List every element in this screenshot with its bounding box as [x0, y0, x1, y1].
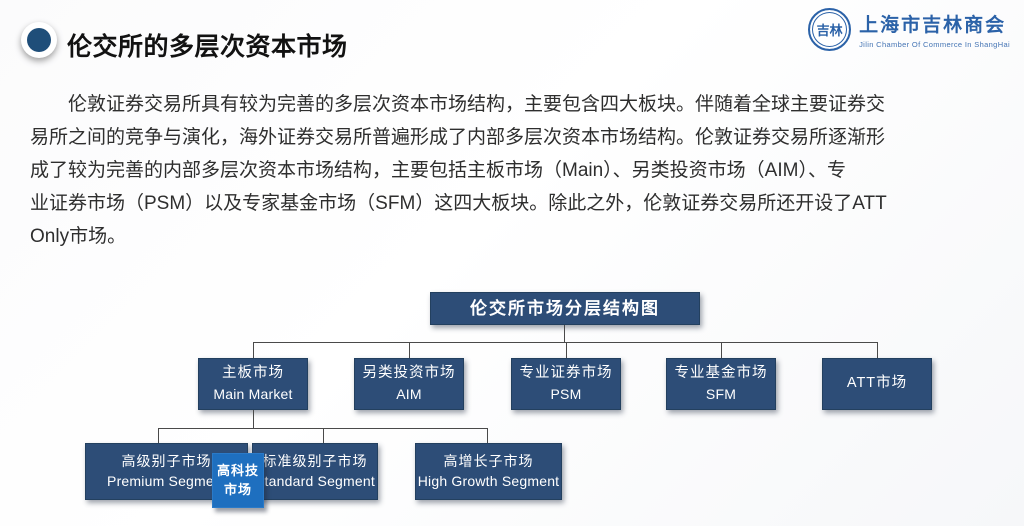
title-bullet-icon	[21, 22, 57, 58]
chart-box-standard-segment: 标准级别子市场 Standard Segment	[252, 443, 378, 500]
connector-line	[253, 410, 254, 428]
chart-root-box: 伦交所市场分层结构图	[430, 292, 700, 325]
connector-line	[409, 342, 410, 358]
logo-badge-icon: 吉林	[808, 8, 852, 51]
paragraph-line: 伦敦证券交易所具有较为完善的多层次资本市场结构，主要包含四大板块。伴随着全球主要…	[30, 94, 886, 115]
connector-line	[487, 428, 488, 443]
connector-line	[877, 342, 878, 358]
connector-line	[158, 428, 487, 429]
connector-line	[253, 342, 254, 358]
chart-box-aim: 另类投资市场 AIM	[354, 358, 464, 410]
connector-line	[323, 428, 324, 443]
logo-name: 上海市吉林商会	[859, 15, 1007, 36]
connector-line	[158, 428, 159, 443]
connector-line	[721, 342, 722, 358]
chart-box-sfm: 专业基金市场 SFM	[666, 358, 776, 410]
paragraph-line: 成了较为完善的内部多层次资本市场结构，主要包括主板市场（Main）、另类投资市场…	[30, 160, 846, 181]
paragraph-line: 易所之间的竞争与演化，海外证券交易所普遍形成了内部多层次资本市场结构。伦敦证券交…	[30, 127, 886, 148]
chart-box-psm: 专业证券市场 PSM	[511, 358, 621, 410]
market-hierarchy-diagram: 伦交所市场分层结构图 主板市场 Main Market 另类投资市场 AIM 专…	[0, 285, 1024, 526]
logo-subtitle: Jilin Chamber Of Commerce In ShangHai	[859, 40, 1010, 49]
chart-box-main-market: 主板市场 Main Market	[198, 358, 308, 410]
chart-box-hi-tech-market: 高科技 市场	[212, 453, 264, 508]
paragraph-line: 业证券市场（PSM）以及专家基金市场（SFM）这四大板块。除此之外，伦敦证券交易…	[30, 193, 887, 214]
body-paragraph: 伦敦证券交易所具有较为完善的多层次资本市场结构，主要包含四大板块。伴随着全球主要…	[30, 88, 1000, 253]
chart-box-att: ATT市场	[822, 358, 932, 410]
connector-line	[253, 342, 877, 343]
chart-box-high-growth-segment: 高增长子市场 High Growth Segment	[415, 443, 562, 500]
org-logo: 吉林 上海市吉林商会 Jilin Chamber Of Commerce In …	[808, 8, 1010, 51]
logo-badge-text: 吉林	[816, 23, 843, 38]
connector-line	[564, 325, 565, 342]
paragraph-line: Only市场。	[30, 226, 127, 247]
chart-root-label: 伦交所市场分层结构图	[470, 298, 660, 318]
connector-line	[566, 342, 567, 358]
page-title: 伦交所的多层次资本市场	[67, 33, 348, 61]
